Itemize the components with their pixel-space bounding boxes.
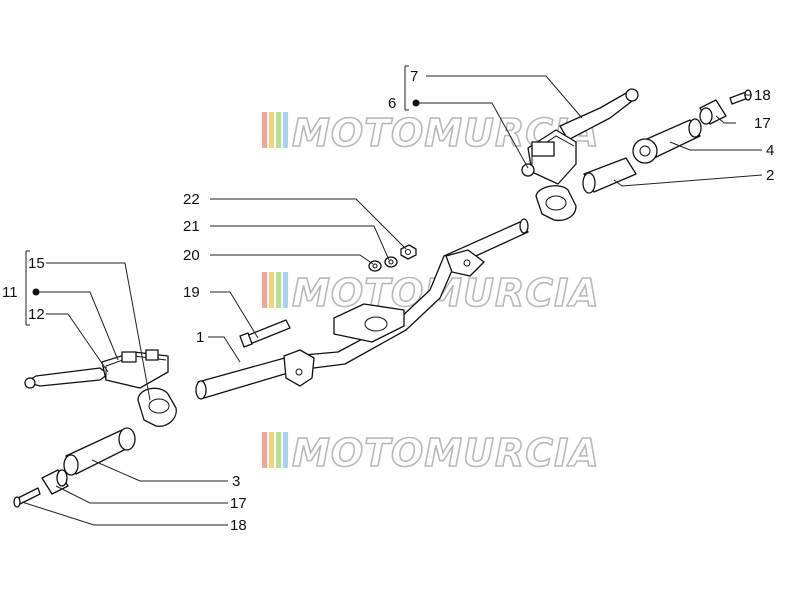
bolt-19 bbox=[239, 319, 291, 348]
label-17-right: 17 bbox=[754, 115, 771, 132]
right-end-weight-17 bbox=[699, 99, 727, 125]
left-end-weight-17 bbox=[41, 469, 69, 495]
left-clamp bbox=[137, 387, 177, 427]
label-18-left: 18 bbox=[230, 517, 247, 534]
label-22: 22 bbox=[183, 191, 200, 208]
label-17-left: 17 bbox=[230, 495, 247, 512]
right-clamp bbox=[535, 185, 577, 222]
label-19: 19 bbox=[183, 284, 200, 301]
nut-22 bbox=[400, 244, 417, 260]
label-15: 15 bbox=[28, 255, 45, 272]
label-4: 4 bbox=[766, 142, 774, 159]
left-lever-assembly bbox=[24, 349, 169, 389]
left-screw-18 bbox=[13, 487, 41, 508]
label-1: 1 bbox=[196, 329, 204, 346]
label-18-right: 18 bbox=[754, 87, 771, 104]
label-12: 12 bbox=[28, 306, 45, 323]
assembly-dot-left bbox=[32, 288, 40, 296]
washer-21 bbox=[384, 256, 398, 268]
label-21: 21 bbox=[183, 218, 200, 235]
right-throttle-tube-2 bbox=[582, 157, 637, 194]
handlebar-tube bbox=[195, 218, 529, 400]
right-grip-4 bbox=[632, 118, 702, 164]
part-numbers: 15 11 12 1 19 20 21 22 3 17 18 7 6 18 17… bbox=[2, 68, 774, 534]
assembly-dot-right bbox=[412, 99, 420, 107]
watermark-text: MOTOMURCIA bbox=[292, 431, 600, 475]
label-11: 11 bbox=[2, 284, 18, 301]
label-7: 7 bbox=[410, 68, 418, 85]
watermark-bottom: MOTOMURCIA bbox=[262, 430, 600, 476]
right-screw-18 bbox=[729, 89, 752, 105]
left-grip-3 bbox=[63, 427, 136, 476]
label-6: 6 bbox=[388, 95, 396, 112]
leader-lines bbox=[21, 65, 763, 526]
label-20: 20 bbox=[183, 247, 200, 264]
label-2: 2 bbox=[766, 167, 774, 184]
label-3: 3 bbox=[232, 473, 240, 490]
right-lever-assembly bbox=[521, 88, 639, 185]
